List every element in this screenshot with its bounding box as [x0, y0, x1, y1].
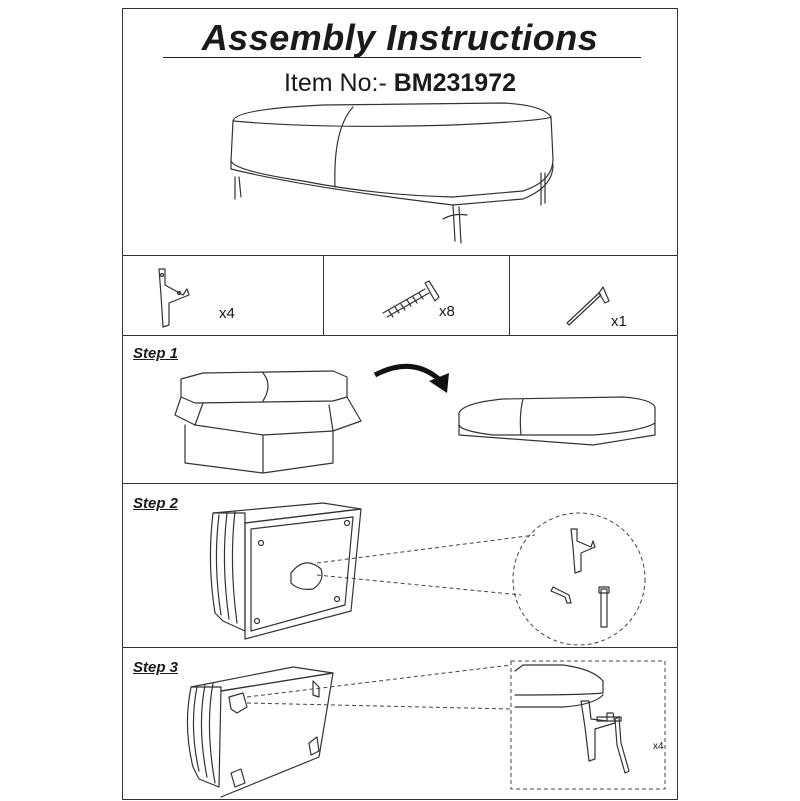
parts-divider-1 — [323, 255, 324, 335]
step-3-quantity: x4 — [653, 741, 664, 752]
ottoman-illustration — [230, 102, 554, 244]
bolt-part-icon — [382, 280, 440, 318]
title-underline — [163, 57, 641, 58]
allen-key-quantity: x1 — [611, 313, 627, 330]
allen-key-part-icon — [566, 286, 610, 326]
bolt-quantity: x8 — [439, 303, 455, 320]
divider-parts-top — [123, 255, 677, 256]
divider-step3-top — [123, 647, 677, 648]
leg-quantity: x4 — [219, 305, 235, 322]
instruction-sheet: Assembly Instructions Item No:- BM231972… — [122, 8, 678, 800]
step-2-illustration — [209, 502, 646, 646]
step-3-label: Step 3 — [133, 659, 179, 676]
step-1-arrow — [373, 363, 449, 393]
divider-step2-top — [123, 483, 677, 484]
parts-divider-2 — [509, 255, 510, 335]
step-3-illustration — [186, 660, 666, 798]
item-number-value: BM231972 — [393, 69, 517, 97]
document-title: Assembly Instructions — [201, 17, 599, 58]
leg-part-icon — [158, 268, 190, 328]
item-number-line: Item No:- BM231972 — [123, 69, 677, 98]
divider-step1-top — [123, 335, 677, 336]
item-number-label: Item No:- — [283, 69, 387, 97]
step-1-label: Step 1 — [133, 345, 179, 362]
step-1-illustration — [174, 363, 656, 474]
step-2-label: Step 2 — [133, 495, 179, 512]
